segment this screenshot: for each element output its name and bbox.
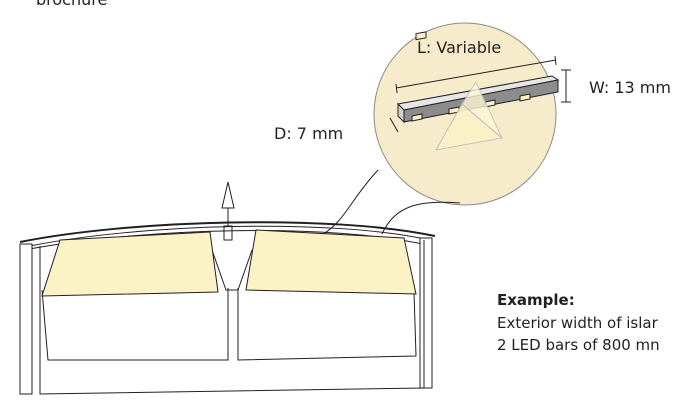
light-field-left xyxy=(41,231,219,297)
length-label: L: Variable xyxy=(417,38,502,57)
light-field-right xyxy=(245,229,417,295)
magnifier-detail xyxy=(373,22,571,206)
example-title: Example: xyxy=(497,291,575,309)
depth-label: D: 7 mm xyxy=(274,124,344,143)
example-line-1: Exterior width of islar xyxy=(497,314,658,332)
leader-line xyxy=(381,201,461,235)
leader-line xyxy=(319,169,379,237)
refrigerated-cabinet xyxy=(19,181,436,395)
top-caption: brochure xyxy=(36,0,107,8)
width-label: W: 13 mm xyxy=(589,78,671,97)
example-line-2: 2 LED bars of 800 mn xyxy=(497,336,660,354)
